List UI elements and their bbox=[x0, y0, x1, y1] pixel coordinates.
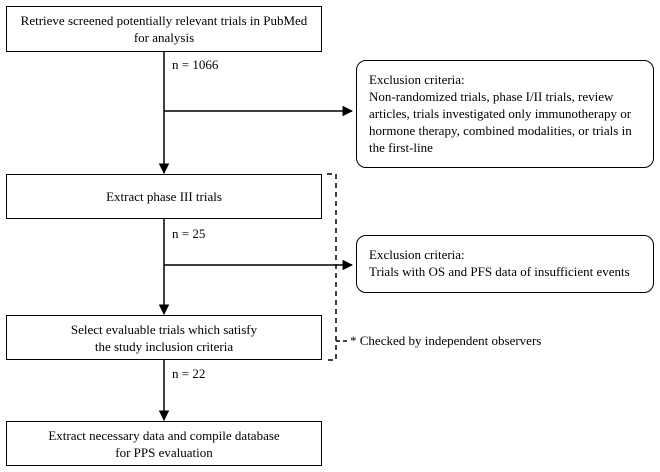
step-4-text: Extract necessary data and compile datab… bbox=[48, 427, 280, 460]
count-after-step-3: n = 22 bbox=[172, 366, 206, 381]
exclusion-1-title: Exclusion criteria: bbox=[369, 72, 465, 87]
step-box-4: Extract necessary data and compile datab… bbox=[6, 421, 322, 466]
step-box-3: Select evaluable trials which satisfy th… bbox=[6, 315, 322, 360]
independent-observers-note: * Checked by independent observers bbox=[350, 333, 542, 348]
step-3-text: Select evaluable trials which satisfy th… bbox=[70, 321, 258, 354]
step-2-text: Extract phase III trials bbox=[106, 189, 222, 204]
step-box-1: Retrieve screened potentially relevant t… bbox=[6, 6, 322, 52]
exclusion-2-title: Exclusion criteria: bbox=[369, 247, 465, 262]
step-1-text: Retrieve screened potentially relevant t… bbox=[20, 13, 308, 45]
exclusion-box-2: Exclusion criteria: Trials with OS and P… bbox=[356, 235, 654, 293]
exclusion-box-1: Exclusion criteria: Non-randomized trial… bbox=[356, 60, 654, 168]
count-after-step-1: n = 1066 bbox=[172, 57, 219, 72]
step-box-2: Extract phase III trials bbox=[6, 174, 322, 219]
count-after-step-2: n = 25 bbox=[172, 226, 206, 241]
independent-check-bracket bbox=[327, 173, 337, 361]
exclusion-1-body: Non-randomized trials, phase I/II trials… bbox=[369, 89, 632, 155]
exclusion-2-body: Trials with OS and PFS data of insuffici… bbox=[369, 264, 630, 279]
